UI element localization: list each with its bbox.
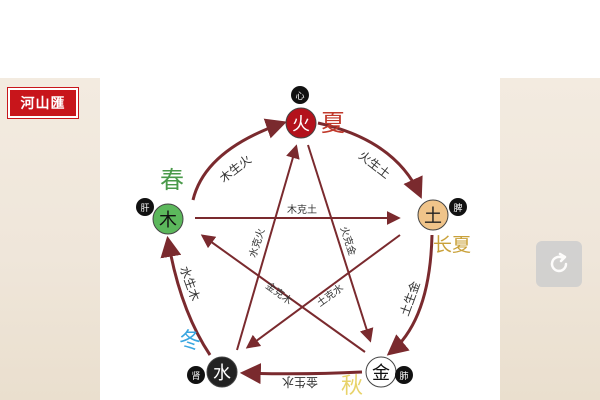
node-water-organ: 肾 (191, 371, 200, 382)
node-wood-season: 春 (160, 166, 184, 194)
refresh-icon (550, 252, 568, 273)
node-fire-char: 火 (292, 114, 310, 135)
line-water-to-fire (236, 144, 300, 351)
node-metal-char: 金 (372, 363, 390, 384)
node-water-char: 水 (213, 363, 231, 384)
node-earth-organ: 脾 (453, 202, 462, 214)
brand-logo-text: 河山匯 (20, 96, 66, 112)
line-earth-to-water (245, 234, 401, 349)
label-metal-wood: 金克木 (263, 279, 295, 307)
label-wood-earth: 木克土 (287, 203, 317, 216)
node-metal: 金 肺 秋 (341, 356, 413, 399)
node-water: 水 肾 冬 (179, 329, 238, 388)
node-fire-season: 夏 (321, 109, 345, 137)
right-background-panel (500, 78, 600, 400)
node-wood: 木 肝 春 (136, 166, 184, 235)
line-fire-to-metal (307, 144, 374, 343)
arc-fire-to-earth (317, 121, 423, 199)
brand-logo: 河山匯 (7, 87, 79, 119)
node-water-season: 冬 (179, 329, 201, 354)
arc-wood-to-fire (191, 118, 287, 201)
node-earth-char: 土 (424, 206, 442, 227)
generating-cycle-arrows (160, 118, 434, 385)
label-fire-metal: 火克金 (338, 225, 360, 258)
line-metal-to-wood (200, 234, 366, 353)
label-metal-water: 金生水 (282, 375, 318, 390)
left-background-panel (0, 78, 100, 400)
node-metal-organ: 肺 (399, 371, 408, 382)
arc-water-to-wood (160, 235, 212, 356)
node-wood-organ: 肝 (140, 203, 149, 214)
label-wood-fire: 木生火 (217, 152, 254, 185)
arc-earth-to-metal (386, 234, 434, 356)
node-earth-season: 长夏 (433, 234, 471, 256)
node-wood-char: 木 (159, 210, 177, 231)
node-fire: 火 心 夏 (285, 86, 345, 139)
arc-metal-to-water (239, 363, 363, 385)
generating-labels: 木生火 火生土 土生金 金生水 水生木 (177, 148, 423, 390)
refresh-button[interactable] (536, 241, 582, 287)
node-earth: 土 脾 长夏 (417, 198, 471, 256)
controlling-cycle-arrows (195, 144, 401, 353)
node-metal-season: 秋 (341, 374, 363, 399)
node-fire-organ: 心 (295, 91, 304, 102)
